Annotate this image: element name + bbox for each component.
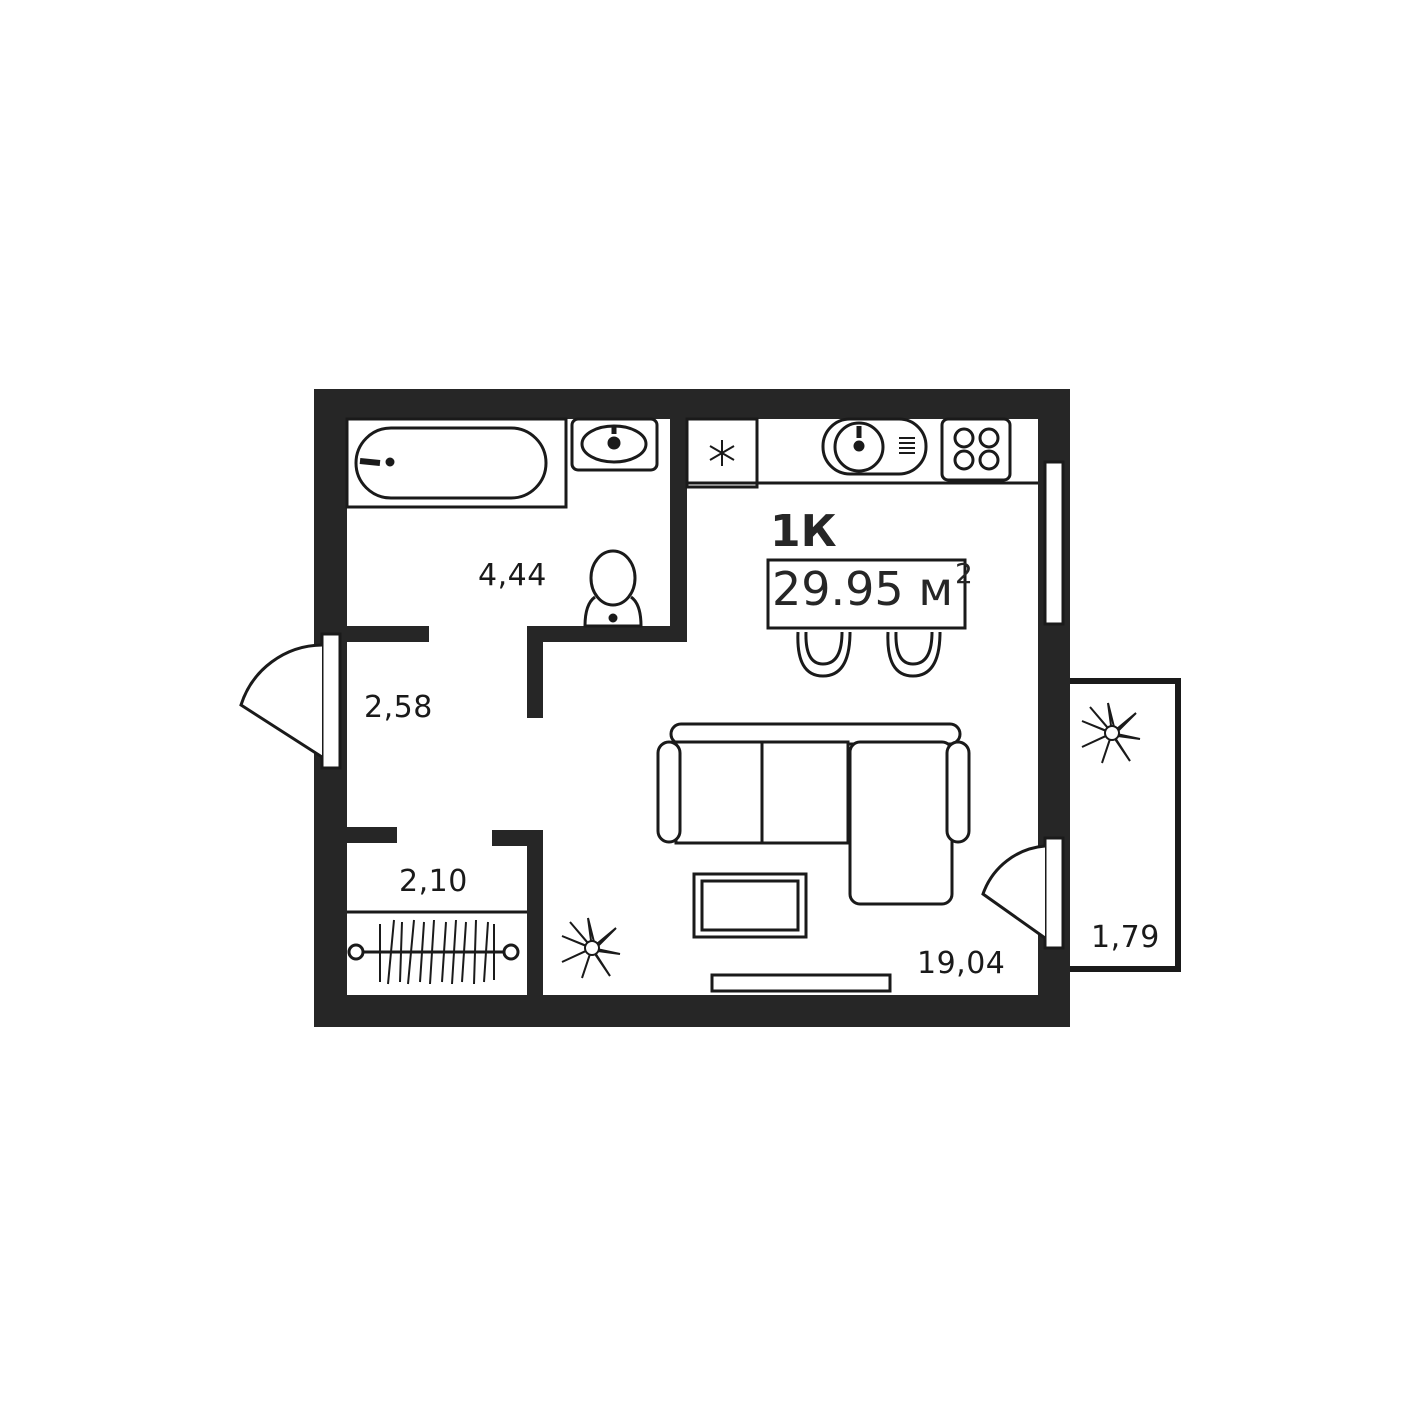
window-kitchen	[1043, 460, 1065, 626]
wall-bottom	[314, 995, 1070, 1027]
window-tv-wall	[710, 973, 892, 993]
room-area-hallway: 2,58	[364, 690, 433, 725]
room-area-bathroom: 4,44	[478, 558, 547, 593]
drain-board-icon	[899, 437, 915, 454]
windows	[320, 460, 1065, 993]
chair	[886, 631, 942, 678]
wall-bath-bottom-right	[527, 626, 687, 642]
wall-top	[314, 389, 1070, 419]
room-area-living: 19,04	[917, 946, 1006, 981]
bath-sink	[570, 417, 659, 472]
plant-icon	[1081, 702, 1141, 764]
dining-table	[766, 558, 967, 630]
total-area: 29.95 м2	[772, 557, 973, 616]
chair	[796, 631, 852, 678]
room-area-balcony: 1,79	[1091, 920, 1160, 955]
wall-bath-bottom-left	[347, 626, 429, 642]
entrance-door-swing	[239, 643, 323, 759]
bathtub	[345, 417, 568, 509]
total-area-value: 29.95	[772, 562, 904, 616]
kitchen	[685, 417, 1038, 489]
balcony-outline	[1070, 678, 1181, 972]
fridge	[685, 417, 759, 489]
wall-hall-stub	[527, 626, 543, 718]
door-frame-balcony	[1043, 836, 1065, 950]
dining-set	[766, 558, 967, 678]
door-frame-entrance	[320, 632, 342, 770]
stove	[940, 417, 1012, 482]
area-unit: м	[918, 562, 954, 616]
room-area-closet: 2,10	[399, 864, 468, 899]
snowflake-icon	[709, 440, 735, 466]
kitchen-sink	[821, 417, 928, 476]
wall-bath-right	[670, 389, 687, 642]
plant-icon	[561, 917, 621, 979]
wardrobe	[347, 910, 527, 985]
area-unit-power: 2	[955, 556, 973, 590]
sofa	[656, 722, 971, 906]
wall-closet-right	[527, 830, 543, 1010]
toilet	[583, 549, 643, 628]
balcony	[981, 678, 1181, 972]
apartment-type: 1К	[770, 506, 837, 557]
balcony-door-swing	[981, 844, 1046, 940]
coffee-table	[692, 872, 808, 939]
wall-closet-top-left	[347, 827, 397, 843]
